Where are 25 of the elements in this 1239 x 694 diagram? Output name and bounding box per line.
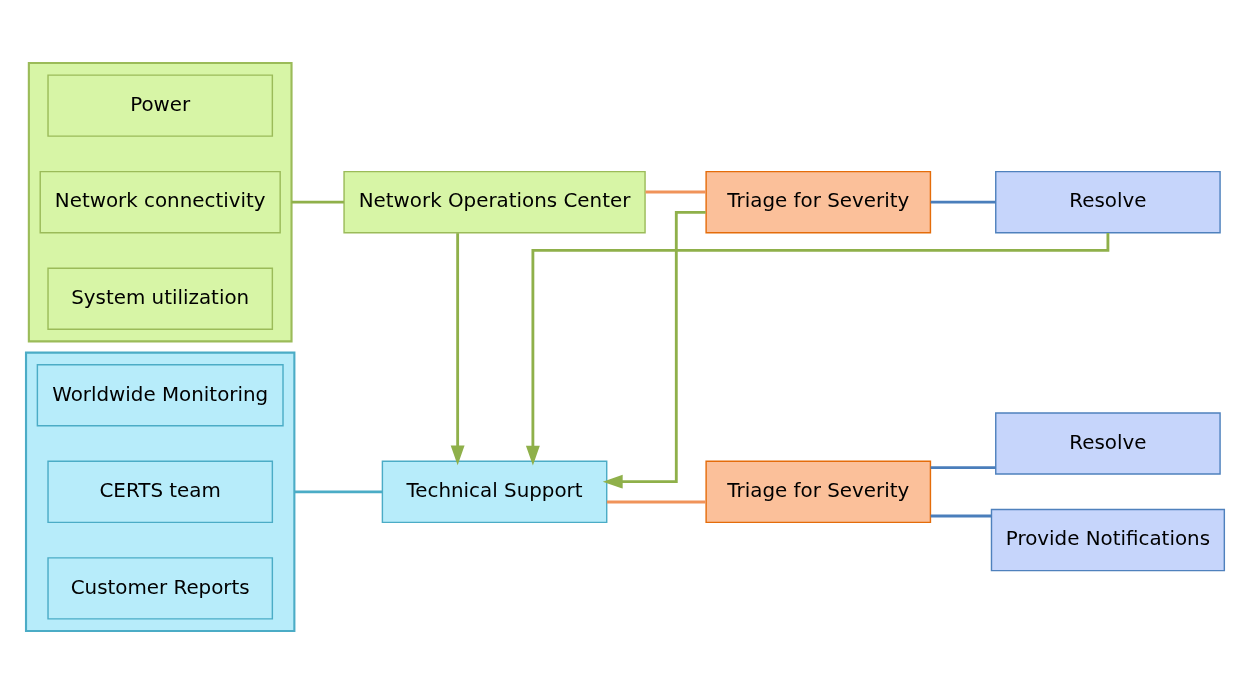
connector xyxy=(294,490,382,494)
connector xyxy=(930,514,992,518)
connector xyxy=(606,500,706,504)
node-box: Provide Notifications xyxy=(990,508,1226,572)
connector xyxy=(930,466,996,470)
node-box: Power xyxy=(47,74,274,137)
node-box: Resolve xyxy=(995,412,1221,475)
node-box: Customer Reports xyxy=(47,557,274,620)
arrow xyxy=(525,233,1110,466)
node-box: Triage for Severity xyxy=(705,460,932,524)
node-box: Technical Support xyxy=(381,460,608,524)
node-box: Triage for Severity xyxy=(705,170,932,234)
connector xyxy=(291,200,344,204)
node-box: System utilization xyxy=(47,267,274,330)
arrow xyxy=(602,210,706,489)
node-box: CERTS team xyxy=(47,460,274,524)
node-box: Network Operations Center xyxy=(343,170,646,234)
node-box: Network connectivity xyxy=(39,170,281,234)
arrow xyxy=(450,233,465,466)
node-box: Worldwide Monitoring xyxy=(36,364,284,427)
node-box: Resolve xyxy=(995,170,1221,234)
connector xyxy=(930,200,996,204)
connector xyxy=(645,190,706,194)
cluster xyxy=(27,61,293,343)
cluster xyxy=(24,351,296,633)
